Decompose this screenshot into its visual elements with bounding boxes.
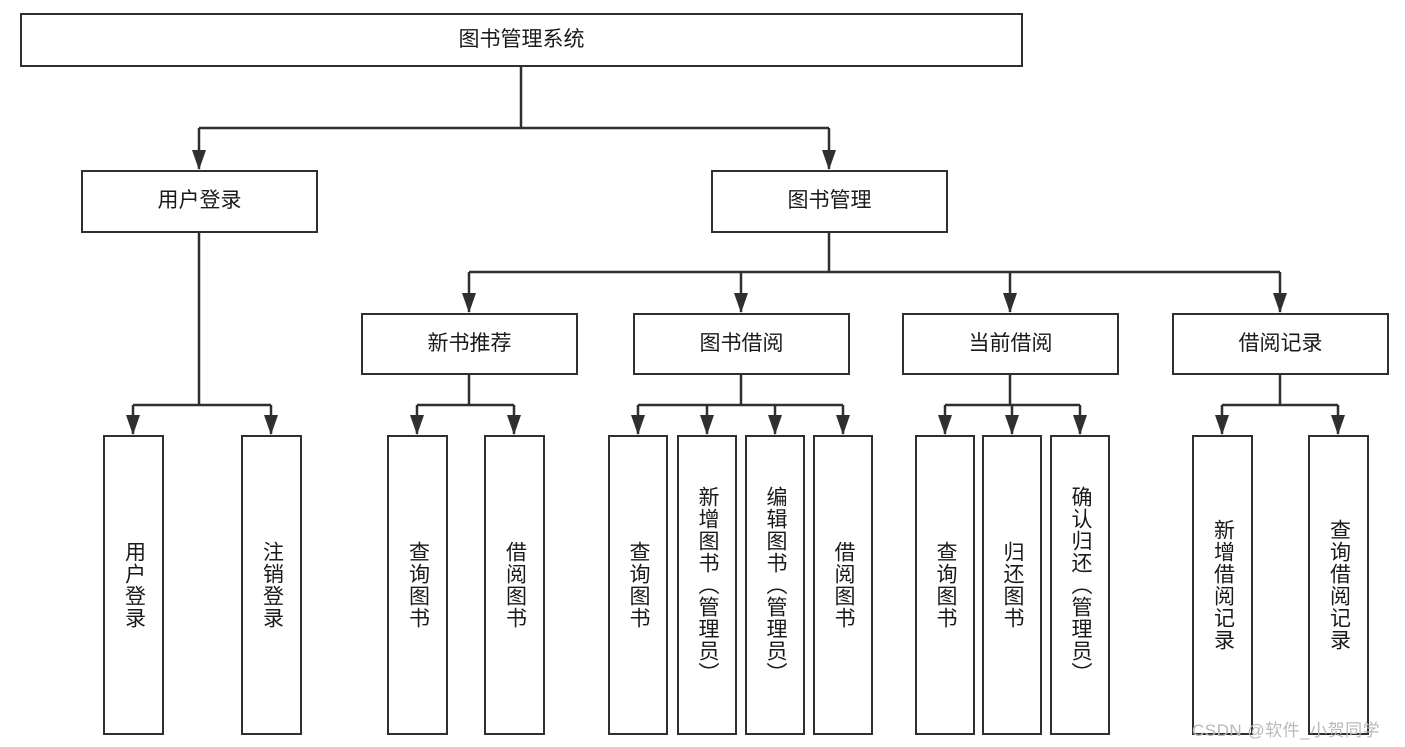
node-label: 新增图书（管理员） <box>696 486 720 684</box>
node-bookmgmt[interactable]: 图书管理 <box>711 170 948 233</box>
node-label: 确认归还（管理员） <box>1069 486 1093 684</box>
csdn-watermark: CSDN @软件_小贺同学 <box>1192 721 1381 740</box>
node-label: 用户登录 <box>122 541 146 629</box>
node-label: 图书管理系统 <box>458 27 585 51</box>
node-root[interactable]: 图书管理系统 <box>20 13 1023 67</box>
edge-records-arrow-0 <box>1215 415 1229 435</box>
edge-bookmgmt-arrow-0 <box>462 293 476 313</box>
node-leaf-borrow-4[interactable]: 借阅图书 <box>813 435 873 735</box>
edge-current-arrow-1 <box>1005 415 1019 435</box>
edge-bookmgmt-arrow-1 <box>734 293 748 313</box>
node-leaf-borrow-3[interactable]: 编辑图书（管理员） <box>745 435 805 735</box>
node-borrow[interactable]: 图书借阅 <box>633 313 850 375</box>
node-label: 用户登录 <box>157 189 242 213</box>
node-newbook[interactable]: 新书推荐 <box>361 313 578 375</box>
node-label: 图书管理 <box>787 189 872 213</box>
node-leaf-login-1[interactable]: 用户登录 <box>103 435 164 735</box>
edge-root-arrow-0 <box>192 150 206 170</box>
node-leaf-rec-2[interactable]: 查询借阅记录 <box>1308 435 1369 735</box>
edge-current-arrow-2 <box>1073 415 1087 435</box>
node-leaf-new-1[interactable]: 查询图书 <box>387 435 448 735</box>
edge-borrow-arrow-1 <box>700 415 714 435</box>
node-leaf-rec-1[interactable]: 新增借阅记录 <box>1192 435 1253 735</box>
edge-records-arrow-1 <box>1331 415 1345 435</box>
node-label: 新增借阅记录 <box>1211 519 1235 651</box>
edge-login-arrow-0 <box>126 415 140 435</box>
node-label: 借阅图书 <box>832 541 856 629</box>
node-label: 借阅记录 <box>1238 331 1323 355</box>
edge-borrow-arrow-2 <box>768 415 782 435</box>
node-leaf-cur-3[interactable]: 确认归还（管理员） <box>1050 435 1110 735</box>
node-leaf-new-2[interactable]: 借阅图书 <box>484 435 545 735</box>
edge-current-arrow-0 <box>938 415 952 435</box>
node-leaf-cur-1[interactable]: 查询图书 <box>915 435 975 735</box>
edge-bookmgmt-arrow-3 <box>1273 293 1287 313</box>
node-leaf-login-2[interactable]: 注销登录 <box>241 435 302 735</box>
node-label: 编辑图书（管理员） <box>764 486 788 684</box>
edge-bookmgmt-arrow-2 <box>1003 293 1017 313</box>
node-leaf-borrow-1[interactable]: 查询图书 <box>608 435 668 735</box>
node-label: 注销登录 <box>260 541 284 629</box>
edge-newbook-arrow-1 <box>507 415 521 435</box>
node-label: 查询借阅记录 <box>1327 519 1351 651</box>
node-label: 查询图书 <box>627 541 651 629</box>
edge-root-arrow-1 <box>822 150 836 170</box>
node-label: 图书借阅 <box>699 331 784 355</box>
edge-newbook-arrow-0 <box>410 415 424 435</box>
node-leaf-cur-2[interactable]: 归还图书 <box>982 435 1042 735</box>
node-label: 新书推荐 <box>427 331 512 355</box>
node-leaf-borrow-2[interactable]: 新增图书（管理员） <box>677 435 737 735</box>
node-label: 查询图书 <box>934 541 958 629</box>
node-records[interactable]: 借阅记录 <box>1172 313 1389 375</box>
node-label: 查询图书 <box>406 541 430 629</box>
node-current[interactable]: 当前借阅 <box>902 313 1119 375</box>
node-label: 归还图书 <box>1001 541 1025 629</box>
node-login[interactable]: 用户登录 <box>81 170 318 233</box>
edge-borrow-arrow-3 <box>836 415 850 435</box>
node-label: 借阅图书 <box>503 541 527 629</box>
node-label: 当前借阅 <box>968 331 1053 355</box>
edge-login-arrow-1 <box>264 415 278 435</box>
edge-borrow-arrow-0 <box>631 415 645 435</box>
